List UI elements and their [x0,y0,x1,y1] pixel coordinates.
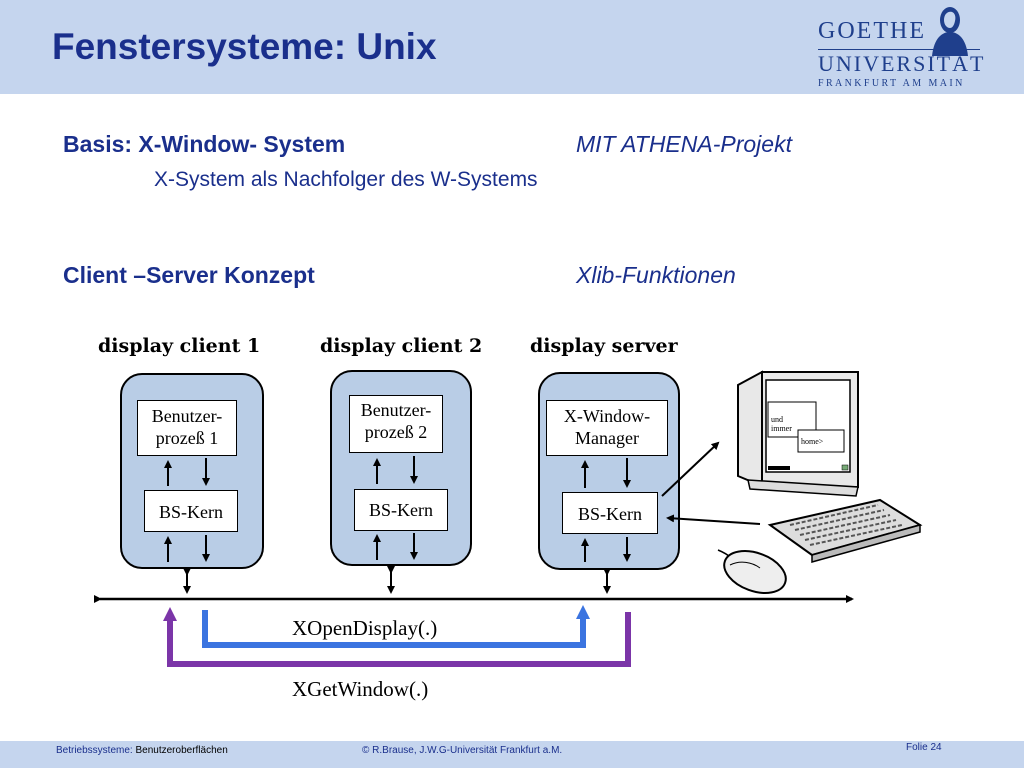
keyboard-icon [767,498,923,563]
footer-slide-number: Folie 24 [906,742,942,753]
server-kernel-label: BS-Kern [578,504,642,524]
footer-course: Betriebssysteme: Benutzeroberflächen [56,745,228,756]
monitor-window-text-3: home> [801,437,824,446]
mit-athena-label: MIT ATHENA-Projekt [576,131,792,157]
monitor-window-text-1: und [771,415,783,424]
server-manager-box: X-Window- Manager [546,400,668,456]
logo-rule [818,49,980,50]
basis-label: Basis: X-Window- System [63,131,346,157]
header-bar [0,0,1024,94]
slide-title: Fenstersysteme: Unix [52,26,437,67]
client1-heading: display client 1 [98,335,261,357]
client1-kernel-label: BS-Kern [159,502,223,522]
server-to-monitor-arrow [661,441,720,497]
goethe-portrait-icon [932,7,968,56]
footer-course-prefix: Betriebssysteme: [56,745,136,756]
client-server-label: Client –Server Konzept [63,262,315,288]
keyboard-to-server-arrow [666,514,761,525]
server-manager-line1: X-Window- [563,406,651,426]
client2-kernel-label: BS-Kern [369,500,433,520]
x-system-sublabel: X-System als Nachfolger des W-Systems [154,168,538,191]
server-heading: display server [530,335,678,357]
xopendisplay-arrow [202,605,590,648]
server-manager-line2: Manager [575,428,639,448]
client2-process-line1: Benutzer- [360,400,432,420]
client1-process-line1: Benutzer- [151,406,223,426]
client1-process-box: Benutzer- prozeß 1 [137,400,237,456]
client2-heading: display client 2 [320,335,483,357]
server-kernel-box: BS-Kern [562,492,658,534]
client1-kernel-box: BS-Kern [144,490,238,532]
client2-kernel-box: BS-Kern [354,489,448,531]
monitor-window-text-2: immer [771,424,792,433]
xgetwindow-arrow [163,607,631,667]
client1-process-line2: prozeß 1 [155,428,219,448]
footer-copyright: © R.Brause, J.W.G-Universität Frankfurt … [362,745,563,756]
xopendisplay-label: XOpenDisplay(.) [292,616,438,640]
logo-line-1: GOETHE [818,18,926,44]
monitor-icon [737,370,859,497]
client2-process-box: Benutzer- prozeß 2 [349,395,443,453]
xgetwindow-label: XGetWindow(.) [292,677,429,701]
logo-line-3: FRANKFURT AM MAIN [818,78,965,89]
footer-course-topic: Benutzeroberflächen [135,745,228,756]
mouse-icon [717,549,787,594]
client2-process-line2: prozeß 2 [364,422,428,442]
university-logo: GOETHE UNIVERSITÄT FRANKFURT AM MAIN [812,7,983,90]
footer-bar: Betriebssysteme: Benutzeroberflächen © R… [0,741,1024,768]
xlib-label: Xlib-Funktionen [576,262,736,288]
